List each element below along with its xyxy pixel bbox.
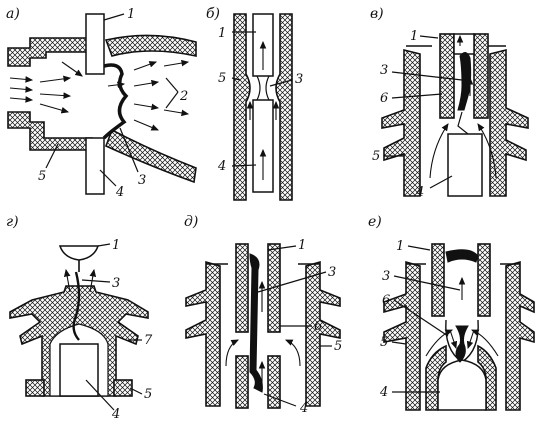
panel-v-letter: в) [370, 6, 384, 22]
lower-electrode [85, 137, 105, 195]
upper-contact-cap [58, 245, 100, 261]
upper-chute-left [235, 243, 249, 333]
insulator-right [489, 48, 529, 197]
label-3: 3 [328, 265, 336, 280]
lower-contact [437, 359, 487, 411]
lower-contact [252, 99, 274, 193]
label-5: 5 [144, 387, 152, 402]
label-1: 1 [396, 239, 404, 254]
chute-wall-right [275, 13, 293, 201]
panel-g: г) 1 3 4 5 7 [6, 214, 153, 422]
lower-contact [447, 133, 483, 197]
label-3: 3 [382, 269, 390, 284]
label-1: 1 [298, 238, 306, 253]
label-4: 4 [111, 407, 120, 422]
panel-a-letter: а) [6, 6, 20, 22]
label-3: 3 [112, 276, 120, 291]
label-4: 4 [415, 185, 424, 200]
chamber-wall [7, 37, 93, 67]
panel-e: е) 1 3 4 5 6 [368, 214, 535, 411]
upper-chute-left [431, 243, 445, 317]
label-5: 5 [334, 339, 342, 354]
arc [256, 75, 270, 101]
base-right [113, 379, 133, 397]
label-7: 7 [144, 333, 153, 348]
arc [455, 325, 469, 363]
panel-v: в) 1 3 4 5 6 [370, 6, 529, 200]
upper-contact [453, 33, 475, 55]
label-6: 6 [382, 293, 390, 308]
label-4: 4 [217, 159, 226, 174]
panel-b: б) 1 3 4 5 [206, 6, 303, 201]
lower-contact [59, 343, 99, 397]
label-6: 6 [314, 319, 322, 334]
chamber-wall-bottom [7, 111, 93, 151]
panel-b-letter: б) [206, 6, 220, 22]
panel-a: а) 1 2 3 4 5 [6, 6, 197, 200]
arc-chute-wall-left [439, 33, 455, 119]
label-6: 6 [380, 91, 388, 106]
upper-flow-channel [104, 34, 197, 57]
arc [72, 271, 81, 341]
label-5: 5 [372, 149, 380, 164]
label-3: 3 [138, 173, 146, 188]
label-5: 5 [218, 71, 226, 86]
panel-e-letter: е) [368, 214, 382, 230]
insulator-left [185, 260, 221, 407]
upper-electrode [85, 13, 105, 75]
label-1: 1 [112, 238, 120, 253]
arc-chute-wall-right [473, 33, 489, 119]
label-5: 5 [38, 169, 46, 184]
label-5: 5 [380, 335, 388, 350]
arc-top [445, 249, 479, 263]
label-4: 4 [379, 385, 388, 400]
lower-chute-left [235, 355, 249, 409]
upper-chute-right [267, 243, 281, 333]
label-2: 2 [179, 89, 188, 104]
panel-d-letter: д) [184, 214, 198, 230]
chute-wall-left [233, 13, 251, 201]
panel-g-letter: г) [6, 214, 19, 230]
lower-chute-right [267, 355, 281, 409]
insulator-left [381, 48, 421, 197]
label-1: 1 [127, 7, 135, 22]
label-4: 4 [299, 401, 308, 416]
insulator-right [505, 260, 535, 411]
label-1: 1 [410, 29, 418, 44]
arc [457, 52, 472, 111]
label-1: 1 [218, 26, 226, 41]
label-4: 4 [115, 185, 124, 200]
arc [249, 253, 263, 393]
insulator-right [305, 260, 341, 407]
panel-d: д) 1 3 4 5 6 [184, 214, 342, 416]
insulator-left [383, 260, 421, 411]
upper-chute-right [477, 243, 491, 317]
base-left [25, 379, 45, 397]
label-3: 3 [380, 63, 388, 78]
lower-flow-channel [104, 128, 197, 184]
label-3: 3 [295, 72, 303, 87]
arc [102, 63, 129, 140]
